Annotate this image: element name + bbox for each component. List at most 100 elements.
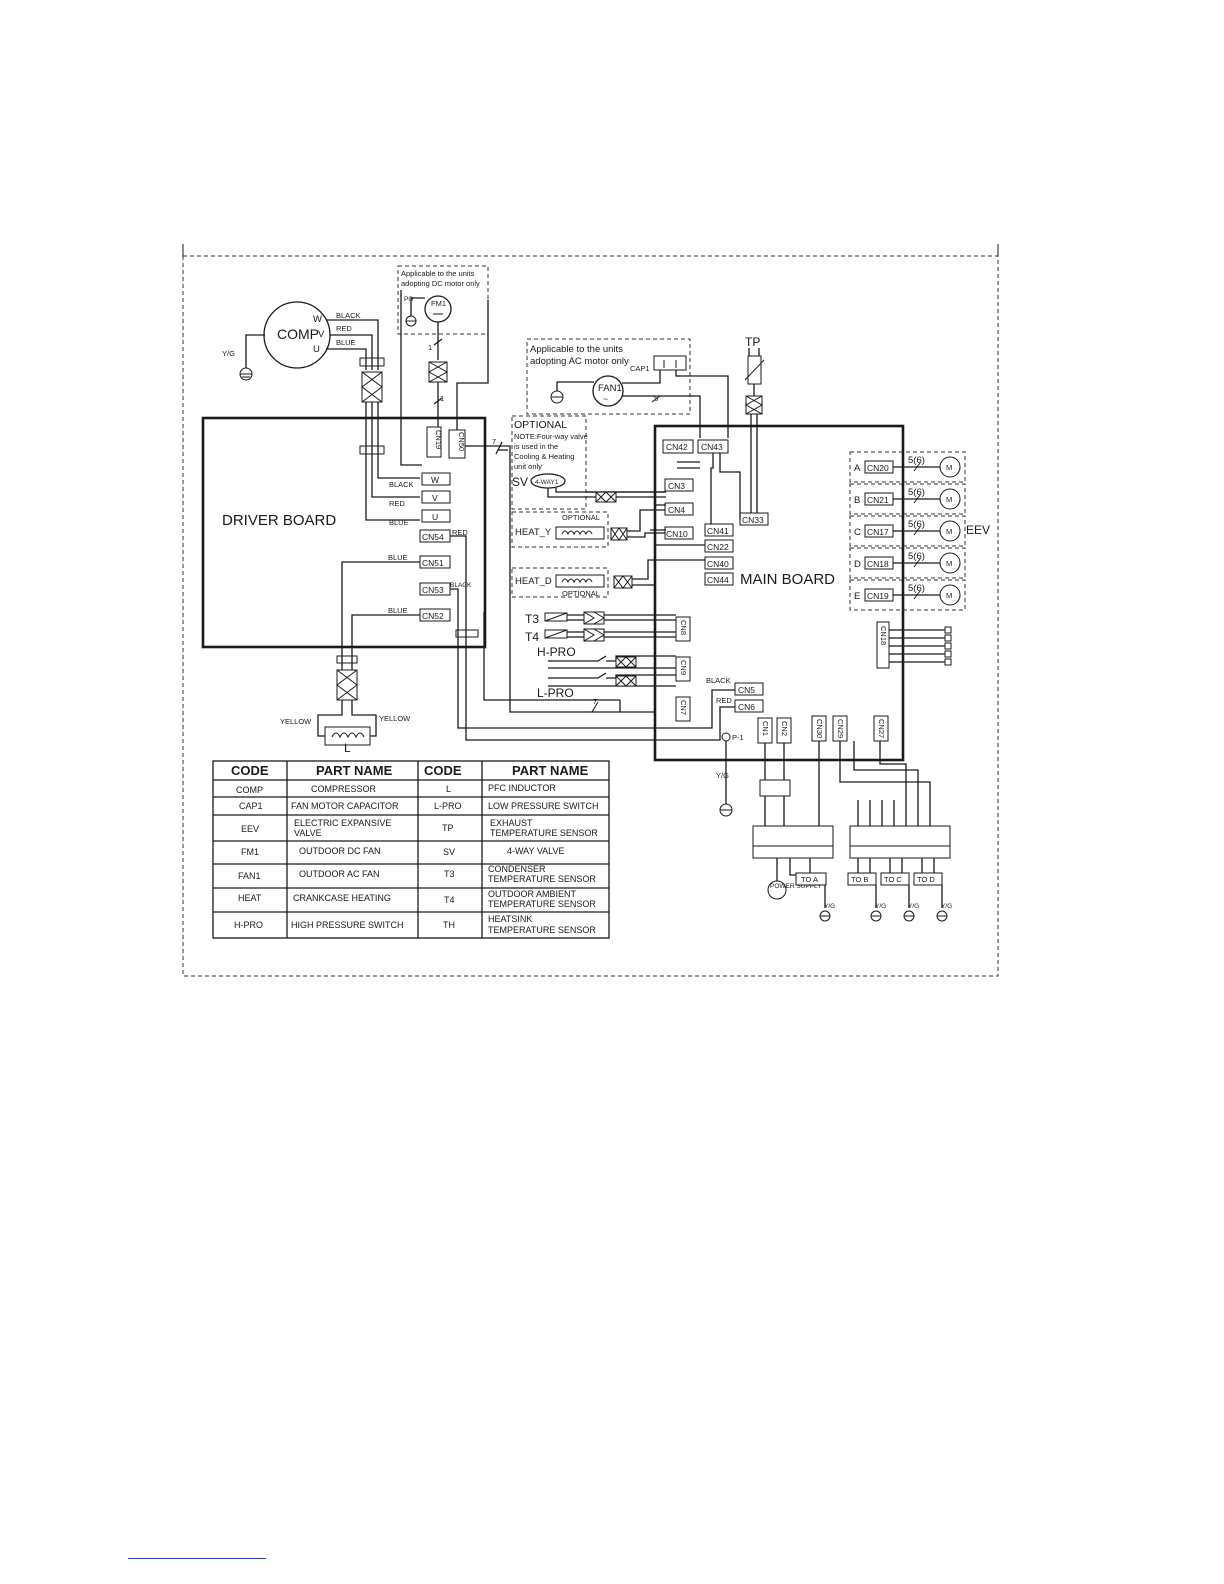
diagram-label: PFC INDUCTOR <box>488 783 556 793</box>
t3-label: T3 <box>525 612 539 626</box>
inductor-left-wire-label: YELLOW <box>280 717 312 726</box>
diagram-label: LOW PRESSURE SWITCH <box>488 801 599 811</box>
cn51: CN51 <box>422 558 444 568</box>
diagram-label: 4-WAY VALVE <box>507 846 565 856</box>
diagram-label: COMP <box>236 785 263 795</box>
diagram-label: M <box>946 591 952 600</box>
cn-u: U <box>432 512 438 522</box>
diagram-label: EEV <box>241 824 259 834</box>
wire-red-label: RED <box>336 324 352 333</box>
fan1-label: FAN1 <box>598 383 622 394</box>
ac-fan-note-line2: adopting AC motor only <box>530 356 629 367</box>
sv-label: SV <box>512 475 528 489</box>
cn9: CN9 <box>679 660 688 675</box>
wire-blue-label: BLUE <box>336 338 356 347</box>
fm1-label: FM1 <box>431 299 446 308</box>
cn53: CN53 <box>422 585 444 595</box>
power-supply-label: POWER SUPPLY <box>770 883 822 890</box>
eev-group: A CN20 5(6) M B CN21 5(6) M C CN17 5(6) … <box>849 451 990 611</box>
diagram-label: CAP1 <box>239 801 263 811</box>
optional-note-line4: unit only <box>514 462 542 471</box>
cn27: CN27 <box>877 719 886 738</box>
diagram-label: E <box>854 591 860 602</box>
diagram-label: FAN1 <box>238 871 261 881</box>
diagram-label: CN21 <box>867 495 889 505</box>
cn53-black-label: BLACK <box>450 582 472 589</box>
diagram-label: OUTDOOR AC FAN <box>299 869 380 879</box>
diagram-label: FAN MOTOR CAPACITOR <box>291 801 399 811</box>
cn52: CN52 <box>422 611 444 621</box>
p1-ground-label: Y/G <box>716 771 729 780</box>
diagram-label: 5(6) <box>908 455 925 466</box>
driver-black-label: BLACK <box>389 480 414 489</box>
compressor-label: COMP <box>277 326 319 342</box>
main-board-label: MAIN BOARD <box>740 571 835 588</box>
diagram-label: D <box>854 559 861 570</box>
legend-t3-line1: CONDENSER <box>488 864 546 874</box>
legend-t4-line1: OUTDOOR AMBIENT <box>488 889 577 899</box>
legend-header-part-2: PART NAME <box>512 763 589 778</box>
legend-th-line1: HEATSINK <box>488 914 532 924</box>
wire-black-label: BLACK <box>336 311 361 320</box>
dc-fan-group: Applicable to the units adopting DC moto… <box>397 265 489 466</box>
cn29: CN29 <box>836 719 845 738</box>
eev-row-d: D CN18 5(6) M <box>849 547 966 579</box>
diagram-label: OUTDOOR DC FAN <box>299 846 381 856</box>
outer-frame <box>182 244 999 977</box>
cn19: CN19 <box>434 430 443 449</box>
legend-th-line2: TEMPERATURE SENSOR <box>488 925 596 935</box>
to-b-ground-label: Y/G <box>875 903 886 910</box>
cn41: CN41 <box>707 526 729 536</box>
cn50: CN50 <box>457 432 466 451</box>
cn8: CN8 <box>679 620 688 635</box>
to-c-ground-label: Y/G <box>908 903 919 910</box>
legend-t3-line2: TEMPERATURE SENSOR <box>488 874 596 884</box>
diagram-label: TP <box>442 823 454 833</box>
lpro-wire-count: 7 <box>593 697 597 706</box>
cn44: CN44 <box>707 575 729 585</box>
driver-board: DRIVER BOARD W V U BLACK RED BLUE CN54 C… <box>201 416 487 649</box>
sv-valve-label: 4-WAY1 <box>535 479 559 486</box>
eev-row-a: A CN20 5(6) M <box>849 451 966 483</box>
diagram-label: L <box>446 784 451 794</box>
cn22: CN22 <box>707 542 729 552</box>
diagram-label: CN20 <box>867 463 889 473</box>
fm1-note-line2: adopting DC motor only <box>401 279 480 288</box>
diagram-label: HEAT <box>238 893 262 903</box>
fm1-note-line1: Applicable to the units <box>401 269 475 278</box>
cn30: CN30 <box>815 719 824 738</box>
diagram-label: CRANKCASE HEATING <box>293 893 391 903</box>
diagram-label: CN18 <box>867 559 889 569</box>
legend-tp-line1: EXHAUST <box>490 818 533 828</box>
to-b-label: TO B <box>851 875 868 884</box>
connector-icon <box>583 611 605 625</box>
cap1-label: CAP1 <box>630 364 650 373</box>
cn-w: W <box>431 475 439 485</box>
diagram-label: ~ <box>603 394 608 404</box>
legend-table: CODE PART NAME CODE PART NAME COMP COMPR… <box>212 760 610 939</box>
fm1-wire-count: 1 <box>428 343 432 352</box>
fm1-pg-label: PG <box>404 296 413 303</box>
optional-note-line3: Cooling & Heating <box>514 452 574 461</box>
driver-red-label: RED <box>389 499 405 508</box>
legend-header-part-1: PART NAME <box>316 763 393 778</box>
cn33: CN33 <box>742 515 764 525</box>
heat-y-label: HEAT_Y <box>515 527 552 538</box>
diagram-label: M <box>946 559 952 568</box>
diagram-label: 5(6) <box>908 519 925 530</box>
cn6-red-label: RED <box>716 696 732 705</box>
diagram-label: T4 <box>444 895 455 905</box>
legend-header-code-2: CODE <box>424 763 462 778</box>
hpro-label: H-PRO <box>537 645 576 659</box>
legend-header-code-1: CODE <box>231 763 269 778</box>
t4-label: T4 <box>525 630 539 644</box>
cn7: CN7 <box>679 700 688 715</box>
inductor-label: L <box>344 741 351 755</box>
eev-row-e: E CN19 5(6) M <box>849 579 966 611</box>
compressor-ground-label: Y/G <box>222 349 235 358</box>
lpro-label: L-PRO <box>537 686 574 700</box>
cn5-black-label: BLACK <box>706 676 731 685</box>
indoor-terminal: TO B TO C TO D Y/G Y/G Y/G <box>839 741 952 922</box>
diagram-label: B <box>854 495 860 506</box>
cn10: CN10 <box>666 529 688 539</box>
